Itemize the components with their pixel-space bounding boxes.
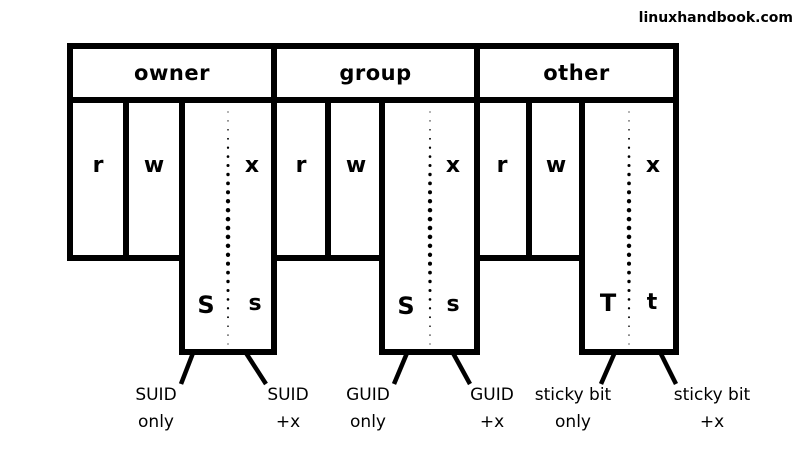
group-write-box xyxy=(325,97,385,261)
guid-only-caption-line2: only xyxy=(350,412,386,432)
suid-plus-x-caption: SUID +x xyxy=(213,382,363,436)
group-left-leg xyxy=(391,352,410,385)
sticky-bit-only-caption-line2: only xyxy=(555,412,591,432)
suid-only-caption-line1: SUID xyxy=(135,385,177,405)
other-sticky-lowercase-letter: t xyxy=(646,290,658,315)
guid-plus-x-caption-line1: GUID xyxy=(470,385,514,405)
connector-legs xyxy=(178,350,679,386)
other-read-box xyxy=(474,97,532,261)
group-guid-uppercase-letter: S xyxy=(397,292,415,320)
owner-suid-lowercase-letter: s xyxy=(248,291,262,316)
owner-left-leg xyxy=(178,352,196,385)
other-left-leg xyxy=(598,351,618,385)
group-header-label: group xyxy=(339,61,412,85)
guid-plus-x-caption-line2: +x xyxy=(479,412,505,432)
sticky-bit-plus-x-caption-line1: sticky bit xyxy=(673,385,751,405)
owner-execute-letter: x xyxy=(244,153,260,178)
owner-read-box xyxy=(67,97,129,261)
group-header-box: group xyxy=(271,43,480,103)
other-header-label: other xyxy=(543,61,610,85)
guid-only-caption-line1: GUID xyxy=(346,385,390,405)
owner-header-label: owner xyxy=(134,61,210,85)
other-execute-box xyxy=(579,97,679,355)
suid-only-caption-line2: only xyxy=(138,412,174,432)
group-read-box xyxy=(271,97,331,261)
other-read-letter: r xyxy=(496,153,508,178)
owner-suid-uppercase-letter: S xyxy=(197,291,215,319)
owner-read-letter: r xyxy=(92,153,104,178)
suid-plus-x-caption-line2: +x xyxy=(275,412,301,432)
guid-only-caption: GUID only xyxy=(293,382,443,436)
group-write-letter: w xyxy=(345,153,367,178)
sticky-bit-plus-x-caption-line2: +x xyxy=(699,412,725,432)
sticky-bit-only-caption: sticky bit only xyxy=(498,382,648,436)
group-execute-letter: x xyxy=(445,153,461,178)
other-execute-letter: x xyxy=(645,153,661,178)
other-write-box xyxy=(526,97,585,261)
group-guid-lowercase-letter: s xyxy=(446,292,460,317)
group-execute-box xyxy=(379,97,480,355)
other-right-leg xyxy=(657,350,679,386)
sticky-bit-plus-x-caption: sticky bit +x xyxy=(637,382,787,436)
guid-plus-x-caption: GUID +x xyxy=(417,382,567,436)
watermark-text: linuxhandbook.com xyxy=(638,10,793,26)
owner-header-box: owner xyxy=(67,43,277,103)
group-read-letter: r xyxy=(295,153,307,178)
other-write-letter: w xyxy=(545,153,567,178)
suid-plus-x-caption-line1: SUID xyxy=(267,385,309,405)
owner-write-box xyxy=(123,97,185,261)
owner-write-letter: w xyxy=(143,153,165,178)
other-sticky-uppercase-letter: T xyxy=(599,289,617,317)
group-right-leg xyxy=(451,351,472,386)
owner-right-leg xyxy=(244,351,268,386)
sticky-bit-only-caption-line1: sticky bit xyxy=(534,385,612,405)
owner-execute-box xyxy=(179,97,277,355)
suid-only-caption: SUID only xyxy=(81,382,231,436)
other-header-box: other xyxy=(474,43,679,103)
